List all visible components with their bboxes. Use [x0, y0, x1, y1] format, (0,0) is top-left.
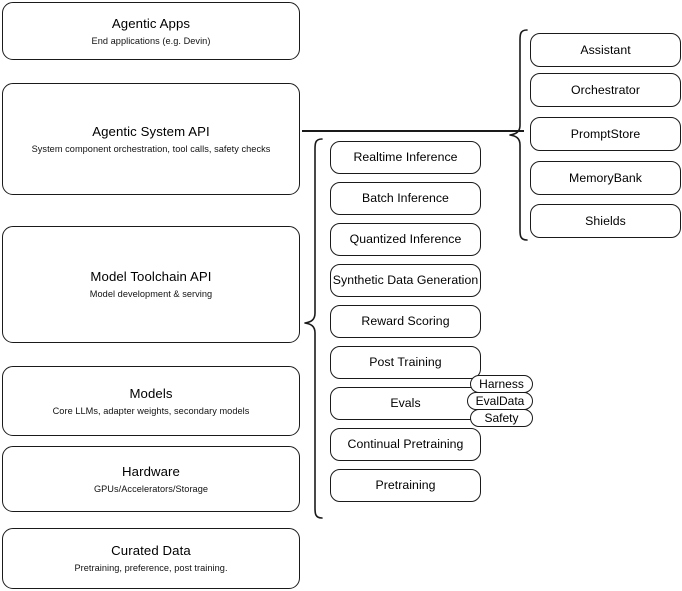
layer-subtitle: Pretraining, preference, post training. [74, 563, 228, 573]
layer-title: Curated Data [111, 543, 191, 558]
toolchain-chip-pretraining[interactable]: Pretraining [330, 469, 481, 502]
layer-title: Agentic System API [92, 123, 210, 139]
toolchain-chip-evals[interactable]: Evals [330, 387, 481, 420]
brace-system-components [509, 29, 528, 241]
eval-badge-evaldata[interactable]: EvalData [467, 392, 533, 410]
connector-system-api-to-components [302, 130, 524, 132]
brace-toolchain [304, 138, 323, 519]
badge-label: EvalData [475, 393, 525, 408]
toolchain-chip-realtime-inference[interactable]: Realtime Inference [330, 141, 481, 174]
system-chip-assistant[interactable]: Assistant [530, 33, 681, 67]
toolchain-chip-synthetic-data-generation[interactable]: Synthetic Data Generation [330, 264, 481, 297]
layer-title: Hardware [122, 463, 180, 479]
layer-subtitle: Model development & serving [89, 289, 213, 299]
chip-label: Realtime Inference [353, 150, 458, 164]
chip-label: Reward Scoring [361, 314, 450, 328]
toolchain-chip-reward-scoring[interactable]: Reward Scoring [330, 305, 481, 338]
layer-subtitle: Core LLMs, adapter weights, secondary mo… [52, 405, 250, 416]
chip-label: Synthetic Data Generation [332, 273, 479, 287]
layer-subtitle: GPUs/Accelerators/Storage [93, 483, 209, 494]
system-chip-promptstore[interactable]: PromptStore [530, 117, 681, 151]
layer-subtitle: System component orchestration, tool cal… [31, 143, 271, 154]
toolchain-chip-continual-pretraining[interactable]: Continual Pretraining [330, 428, 481, 461]
chip-label: MemoryBank [569, 170, 642, 185]
layer-box-agentic-apps[interactable]: Agentic Apps End applications (e.g. Devi… [2, 2, 300, 60]
toolchain-chip-quantized-inference[interactable]: Quantized Inference [330, 223, 481, 256]
chip-label: Assistant [580, 42, 631, 57]
chip-label: Quantized Inference [349, 232, 462, 246]
eval-badge-safety[interactable]: Safety [470, 409, 533, 427]
layer-title: Agentic Apps [111, 15, 191, 31]
layer-title: Models [129, 385, 173, 401]
chip-label: PromptStore [570, 126, 641, 141]
eval-badge-harness[interactable]: Harness [470, 375, 533, 393]
chip-label: Pretraining [375, 478, 436, 492]
layer-box-curated-data[interactable]: Curated Data Pretraining, preference, po… [2, 528, 300, 589]
chip-label: Shields [585, 213, 626, 228]
layer-title: Model Toolchain API [90, 269, 212, 284]
system-chip-shields[interactable]: Shields [530, 204, 681, 238]
layer-box-agentic-system-api[interactable]: Agentic System API System component orch… [2, 83, 300, 195]
toolchain-chip-batch-inference[interactable]: Batch Inference [330, 182, 481, 215]
layer-box-models[interactable]: Models Core LLMs, adapter weights, secon… [2, 366, 300, 436]
layer-box-model-toolchain-api[interactable]: Model Toolchain API Model development & … [2, 226, 300, 343]
toolchain-chip-post-training[interactable]: Post Training [330, 346, 481, 379]
chip-label: Evals [390, 396, 421, 410]
badge-label: Harness [479, 376, 524, 391]
layer-box-hardware[interactable]: Hardware GPUs/Accelerators/Storage [2, 446, 300, 512]
chip-label: Post Training [369, 355, 442, 369]
system-chip-orchestrator[interactable]: Orchestrator [530, 73, 681, 107]
layer-subtitle: End applications (e.g. Devin) [91, 35, 211, 46]
badge-label: Safety [484, 410, 519, 425]
system-chip-memorybank[interactable]: MemoryBank [530, 161, 681, 195]
chip-label: Batch Inference [362, 191, 449, 205]
chip-label: Orchestrator [571, 82, 640, 97]
chip-label: Continual Pretraining [347, 437, 464, 451]
